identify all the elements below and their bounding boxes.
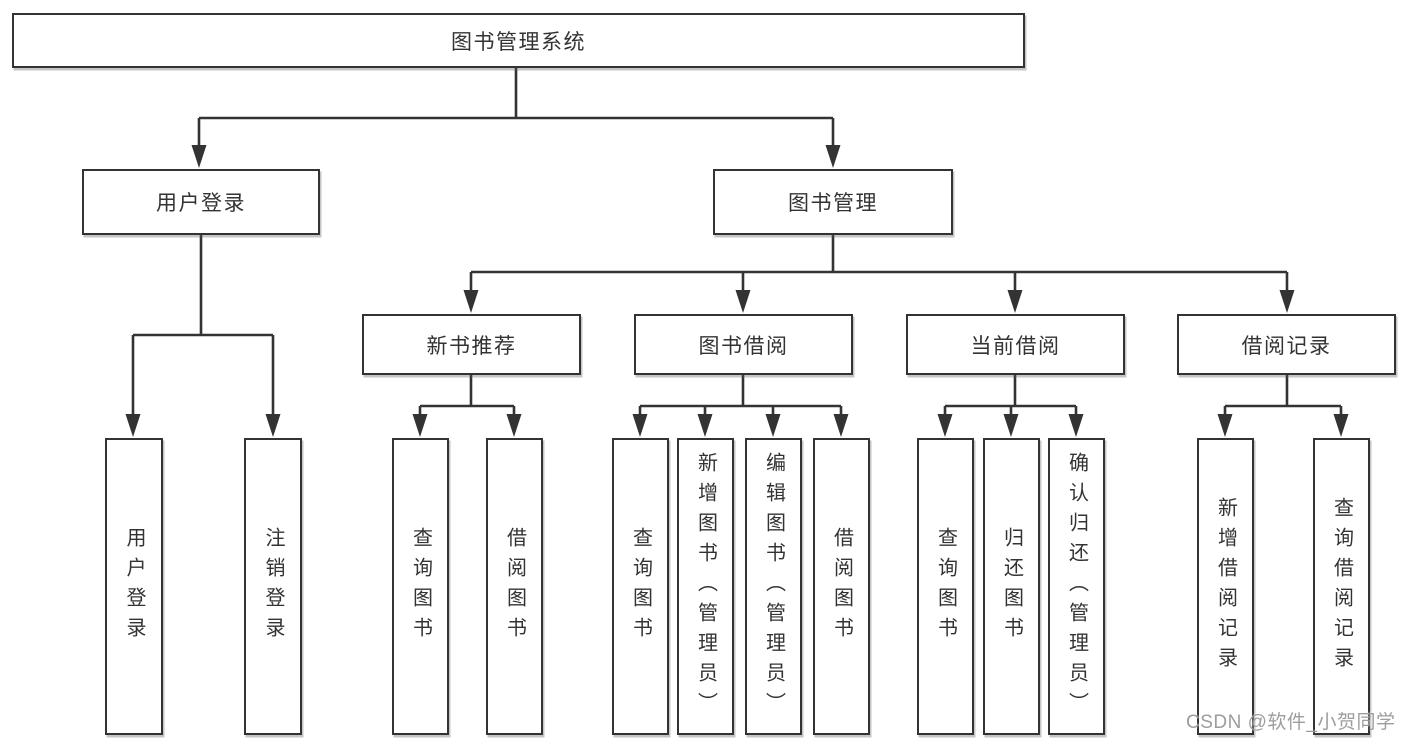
node-user-login: 用户登录 [82, 169, 320, 235]
node-label: 编辑图书（管理员） [762, 451, 785, 722]
node-label: 借阅记录 [1241, 334, 1332, 358]
leaf-borrow-books-recommendation: 借阅图书 [486, 438, 543, 735]
node-label: 查询图书 [629, 526, 652, 647]
node-label: 归还图书 [1000, 526, 1023, 647]
leaf-logout: 注销登录 [244, 438, 302, 735]
connector-segments [131, 68, 1343, 418]
node-new-book-recommendation: 新书推荐 [362, 314, 581, 375]
node-label: 新增借阅记录 [1214, 496, 1237, 677]
node-label: 查询图书 [934, 526, 957, 647]
node-label: 当前借阅 [970, 334, 1061, 358]
node-current-borrowing: 当前借阅 [906, 314, 1125, 375]
node-label: 查询图书 [409, 526, 432, 647]
node-label: 用户登录 [156, 192, 246, 215]
node-label: 注销登录 [262, 526, 284, 647]
leaf-add-borrow-record: 新增借阅记录 [1197, 438, 1254, 735]
node-library-management-system: 图书管理系统 [12, 13, 1025, 68]
node-label: 用户登录 [123, 526, 145, 647]
node-label: 图书借阅 [698, 334, 789, 358]
node-label: 图书管理 [788, 192, 878, 215]
leaf-user-login: 用户登录 [105, 438, 163, 735]
leaf-query-borrow-record: 查询借阅记录 [1313, 438, 1370, 735]
node-label: 新书推荐 [426, 334, 517, 358]
arrowheads [125, 145, 1349, 437]
node-label: 查询借阅记录 [1330, 496, 1353, 677]
leaf-confirm-return-admin: 确认归还（管理员） [1048, 438, 1105, 735]
csdn-watermark: CSDN @软件_小贺同学 [1186, 712, 1396, 733]
node-label: 确认归还（管理员） [1065, 451, 1088, 722]
leaf-edit-book-admin: 编辑图书（管理员） [745, 438, 802, 735]
node-label: 借阅图书 [503, 526, 526, 647]
leaf-query-books-current: 查询图书 [917, 438, 974, 735]
leaf-return-book: 归还图书 [983, 438, 1040, 735]
leaf-query-books-borrowing: 查询图书 [612, 438, 669, 735]
leaf-query-books-recommendation: 查询图书 [392, 438, 449, 735]
node-label: 新增图书（管理员） [694, 451, 717, 722]
node-label: 图书管理系统 [451, 30, 586, 54]
leaf-add-book-admin: 新增图书（管理员） [677, 438, 734, 735]
node-borrowing-records: 借阅记录 [1177, 314, 1396, 375]
leaf-borrow-books-borrowing: 借阅图书 [813, 438, 870, 735]
node-book-borrowing: 图书借阅 [634, 314, 853, 375]
node-label: 借阅图书 [830, 526, 853, 647]
node-book-management: 图书管理 [713, 169, 953, 235]
